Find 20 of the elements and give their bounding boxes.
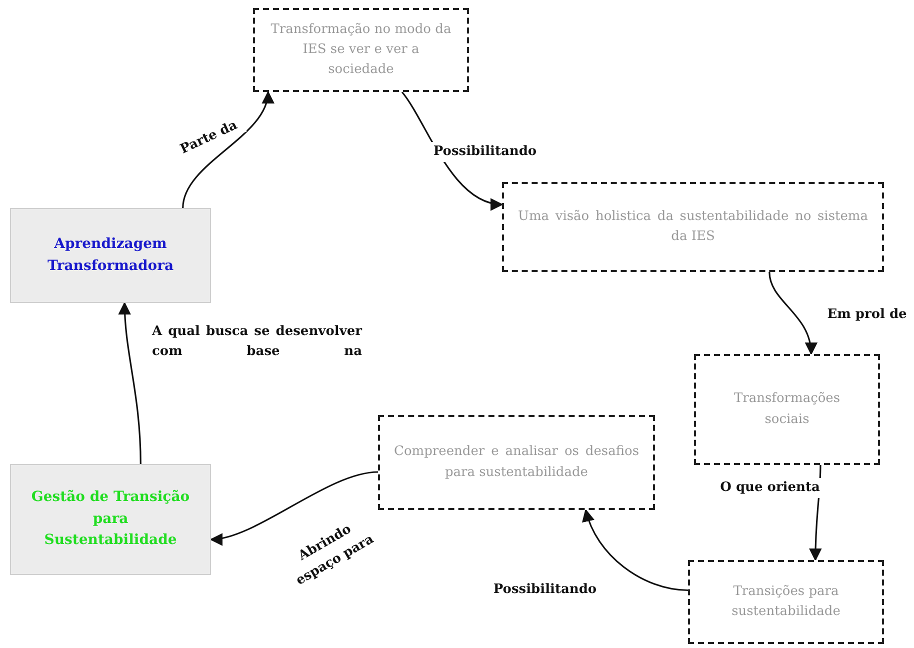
dashed-concept-box [378,415,655,510]
node-text: Gestão de Transição para Sustentabilidade [30,488,191,550]
node-text: Uma visão holistica da sustentabilidade no sistema da IES [518,208,868,246]
concept-box [10,208,211,303]
dashed-concept-box [694,354,880,465]
node-text: Transições para sustentabilidade [730,582,842,621]
dashed-concept-box [688,560,884,644]
dashed-concept-box [502,182,884,272]
node-text: Transformações sociais [732,390,842,428]
curved-arrow [768,272,817,356]
curved-arrow [118,302,142,464]
node-text: Transformação no modo da IES se ver e ver a sociedade [270,20,452,80]
edge-label: O que orienta [718,478,822,498]
curved-arrow [210,471,378,545]
concept-box [10,464,211,575]
node-text: Aprendizagem Transformadora [46,234,175,276]
curved-arrow [182,90,273,208]
curved-arrow [582,508,688,592]
dashed-concept-box [253,8,469,92]
node-text: Compreender e analisar os desafios para sustentabilidade [394,443,639,482]
